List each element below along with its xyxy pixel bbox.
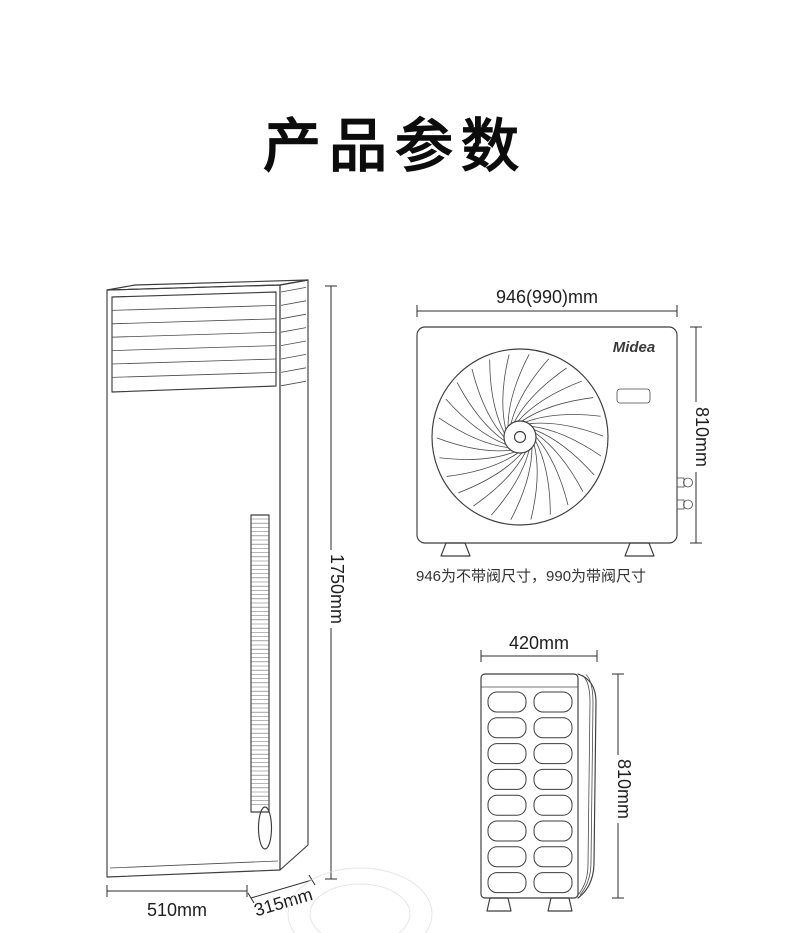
- outdoor-side-depth-dimension: 420mm: [480, 633, 598, 662]
- indoor-unit-drawing: [106, 279, 309, 878]
- outdoor-front-height-label: 810mm: [692, 407, 712, 467]
- side-foot-left: [486, 897, 512, 912]
- midea-logo: Midea: [613, 339, 656, 356]
- side-foot-right: [547, 897, 573, 912]
- outdoor-side-wrap-outer: [577, 673, 597, 899]
- fan-rim: [431, 348, 609, 526]
- indoor-louver-side-lines: [280, 287, 307, 387]
- indoor-side-face: [279, 279, 309, 871]
- indoor-width-dimension: 510mm: [106, 885, 248, 920]
- indoor-height-dimension: 1750mm: [325, 285, 347, 880]
- outdoor-side-wrap-line-2: [579, 674, 594, 896]
- page-title: 产品参数: [263, 114, 527, 179]
- indoor-grille-lines: [251, 518, 269, 805]
- fan-hub: [503, 420, 537, 454]
- valve-fittings: [676, 477, 693, 510]
- outdoor-foot-right: [624, 542, 655, 557]
- watermark: [287, 867, 433, 933]
- indoor-handle-oval: [257, 806, 273, 850]
- nameplate: [616, 388, 651, 404]
- outdoor-foot-left: [440, 542, 471, 557]
- indoor-height-label: 1750mm: [327, 554, 347, 624]
- outdoor-side-height-label: 810mm: [614, 759, 634, 819]
- outdoor-side-depth-label: 420mm: [509, 633, 569, 653]
- outdoor-side-drawing: [480, 673, 597, 912]
- outdoor-front-width-label: 946(990)mm: [496, 287, 598, 307]
- outdoor-front-height-dimension: 810mm: [690, 326, 712, 544]
- indoor-base-line: [109, 860, 279, 869]
- indoor-depth-label: 315mm: [252, 884, 315, 920]
- fan-hub-center: [513, 430, 527, 444]
- indoor-width-label: 510mm: [147, 900, 207, 920]
- indoor-louver-lines: [111, 305, 277, 378]
- valve-note: 946为不带阀尺寸，990为带阀尺寸: [416, 568, 646, 585]
- outdoor-side-height-dimension: 810mm: [612, 673, 634, 899]
- indoor-louver-frame: [111, 291, 277, 393]
- indoor-depth-dimension: 315mm: [247, 874, 316, 920]
- outdoor-side-grille-slots: [487, 691, 573, 894]
- outdoor-front-body: [416, 326, 678, 544]
- outdoor-side-wrap-line-1: [576, 674, 591, 897]
- outdoor-side-face: [480, 673, 579, 899]
- indoor-front-face: [106, 284, 281, 878]
- indoor-grille-frame: [250, 514, 270, 813]
- fan-blades: [436, 354, 604, 520]
- outdoor-front-drawing: Midea: [416, 326, 693, 557]
- outdoor-front-width-dimension: 946(990)mm: [416, 287, 678, 317]
